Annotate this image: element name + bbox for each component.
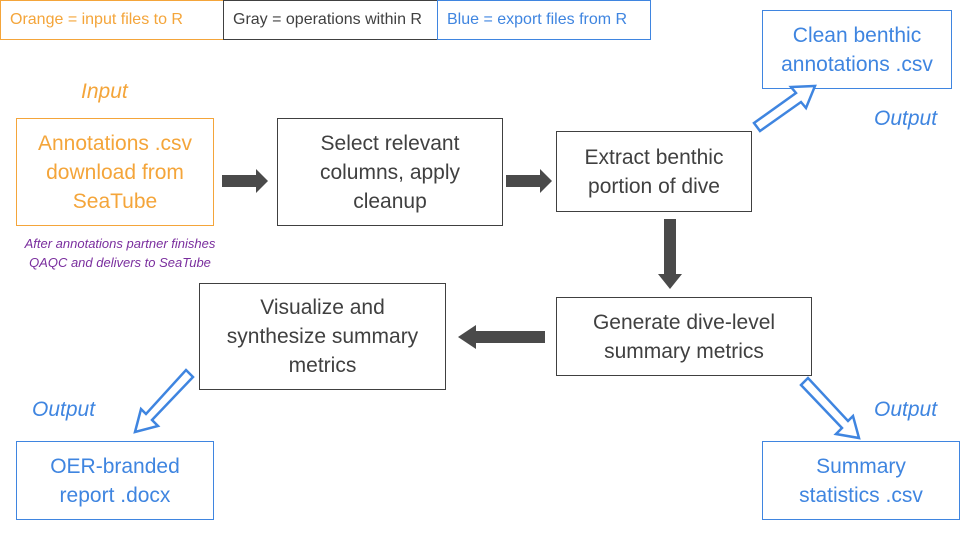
arrow-extract-to-clean: [752, 84, 817, 133]
node-select-columns: Select relevant columns, apply cleanup: [277, 118, 503, 226]
node-extract-benthic: Extract benthic portion of dive: [556, 131, 752, 212]
arrow-visualize-to-report: [133, 368, 195, 434]
output-label-top: Output: [874, 107, 938, 130]
output-label-right: Output: [874, 398, 938, 421]
input-label: Input: [81, 80, 128, 103]
node-generate-metrics: Generate dive-level summary metrics: [556, 297, 812, 376]
output-label-left: Output: [32, 398, 96, 421]
legend-blue: Blue = export files from R: [437, 0, 651, 40]
arrow-extract-to-generate: [658, 219, 682, 289]
node-oer-report: OER-branded report .docx: [16, 441, 214, 520]
annotation-note: After annotations partner finishes QAQC …: [24, 236, 216, 270]
arrow-input-to-select: [222, 169, 268, 193]
node-visualize-metrics: Visualize and synthesize summary metrics: [199, 283, 446, 390]
arrow-generate-to-visualize: [458, 325, 545, 349]
node-annotations-csv: Annotations .csv download from SeaTube: [16, 118, 214, 226]
arrow-generate-to-stats: [799, 376, 861, 440]
arrow-select-to-extract: [506, 169, 552, 193]
node-summary-stats: Summary statistics .csv: [762, 441, 960, 520]
node-clean-annotations: Clean benthic annotations .csv: [762, 10, 952, 89]
